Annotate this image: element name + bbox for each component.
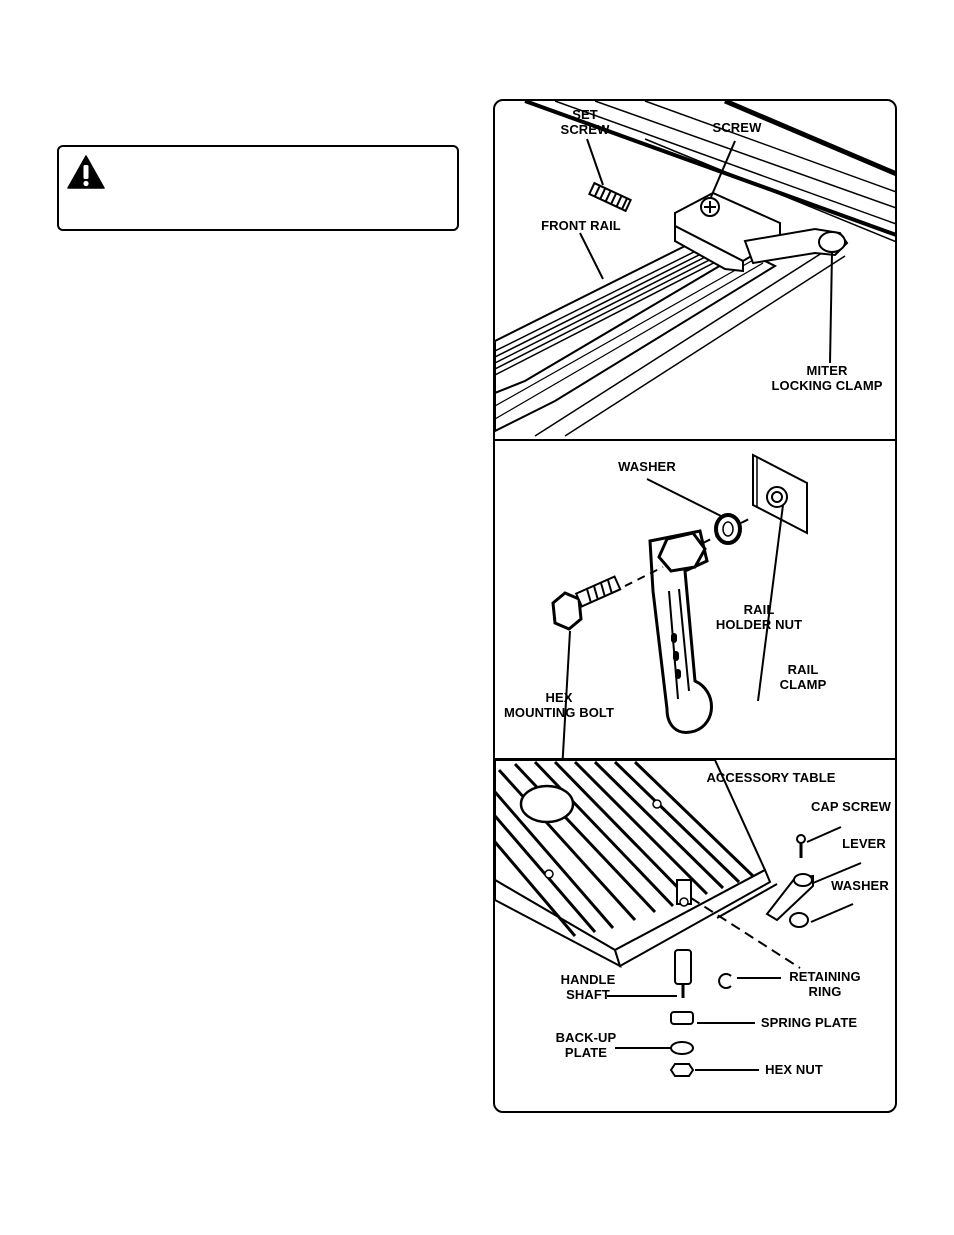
label-washer-3: WASHER [831, 878, 889, 893]
warning-box [57, 145, 459, 231]
label-handle-shaft: HANDLE SHAFT [560, 972, 616, 1002]
label-hex-nut: HEX NUT [765, 1062, 823, 1077]
label-back-up-plate: BACK-UP PLATE [555, 1030, 617, 1060]
label-washer-2: WASHER [618, 459, 676, 474]
label-miter-locking-clamp: MITER LOCKING CLAMP [771, 363, 883, 393]
rail-clamp-illustration [551, 453, 808, 761]
label-spring-plate: SPRING PLATE [760, 1015, 858, 1030]
label-rail-clamp: RAIL CLAMP [779, 662, 827, 692]
label-lever: LEVER [842, 836, 886, 851]
panel-divider-1 [495, 439, 895, 441]
label-rail-holder-nut: RAIL HOLDER NUT [715, 602, 803, 632]
label-front-rail: FRONT RAIL [541, 218, 621, 233]
label-accessory-table: ACCESSORY TABLE [706, 770, 836, 785]
label-set-screw: SET SCREW [560, 107, 610, 137]
label-hex-mounting-bolt: HEX MOUNTING BOLT [503, 690, 615, 720]
accessory-table-illustration [495, 760, 862, 1077]
label-retaining-ring: RETAINING RING [789, 969, 861, 999]
label-screw: SCREW [712, 120, 762, 135]
panel-divider-2 [495, 758, 895, 760]
warning-triangle-icon [67, 155, 105, 189]
label-cap-screw: CAP SCREW [810, 799, 892, 814]
figure-frame: SET SCREW SCREW FRONT RAIL MITER LOCKING… [493, 99, 897, 1113]
miter-clamp-illustration [495, 101, 895, 437]
